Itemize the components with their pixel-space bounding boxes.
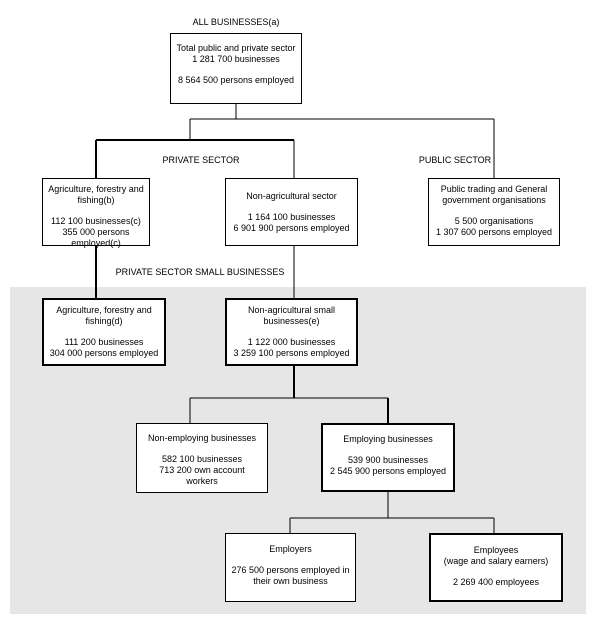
non-employing-businesses: 582 100 businesses (161, 454, 243, 464)
non-agricultural-businesses: 1 164 100 businesses (247, 212, 336, 222)
public-title-1: Public trading and General (440, 184, 548, 194)
non-employing-title: Non-employing businesses (147, 433, 257, 443)
agriculture-title-1: Agriculture, forestry and (48, 184, 144, 194)
non-employing-box: Non-employing businesses 582 100 busines… (136, 423, 268, 493)
non-agricultural-small-title-1: Non-agricultural small (247, 305, 336, 315)
total-businesses: 1 281 700 businesses (192, 54, 280, 64)
total-title: Total public and private sector (176, 43, 296, 53)
non-agricultural-small-box: Non-agricultural small businesses(e) 1 1… (225, 298, 358, 366)
non-agricultural-box: Non-agricultural sector 1 164 100 busine… (225, 178, 358, 246)
agriculture-employed: 355 000 persons employed(c) (62, 227, 130, 248)
non-agricultural-small-businesses: 1 122 000 businesses (247, 337, 336, 347)
employers-employed-2: their own business (253, 576, 328, 586)
public-sector-heading: PUBLIC SECTOR (418, 155, 492, 165)
employing-title: Employing businesses (343, 434, 433, 444)
agriculture-small-title-1: Agriculture, forestry and (56, 305, 152, 315)
agriculture-title-2: fishing(b) (77, 195, 115, 205)
agriculture-small-businesses: 111 200 businesses (64, 337, 144, 347)
non-agricultural-employed: 6 901 900 persons employed (233, 223, 350, 233)
total-employed: 8 564 500 persons employed (177, 75, 295, 85)
employees-subtitle: (wage and salary earners) (443, 556, 549, 566)
employers-box: Employers 276 500 persons employed in th… (225, 533, 356, 602)
all-businesses-heading: ALL BUSINESSES(a) (192, 17, 280, 27)
public-organisations: 5 500 organisations (454, 216, 534, 226)
employing-businesses: 539 900 businesses (347, 455, 429, 465)
public-employed: 1 307 600 persons employed (435, 227, 553, 237)
agriculture-small-employed: 304 000 persons employed (49, 348, 159, 358)
agriculture-small-title-2: fishing(d) (85, 316, 123, 326)
total-sector-box: Total public and private sector 1 281 70… (170, 33, 302, 104)
employees-count: 2 269 400 employees (452, 577, 540, 587)
agriculture-small-box: Agriculture, forestry and fishing(d) 111… (42, 298, 166, 366)
employing-box: Employing businesses 539 900 businesses … (321, 423, 455, 492)
agriculture-box: Agriculture, forestry and fishing(b) 112… (42, 178, 150, 248)
employing-employed: 2 545 900 persons employed (329, 466, 447, 476)
employees-box: Employees (wage and salary earners) 2 26… (429, 533, 563, 602)
agriculture-businesses: 112 100 businesses(c) (51, 216, 141, 226)
non-agricultural-small-title-2: businesses(e) (263, 316, 320, 326)
private-sector-heading: PRIVATE SECTOR (162, 155, 240, 165)
public-title-2: government organisations (442, 195, 546, 205)
private-small-heading: PRIVATE SECTOR SMALL BUSINESSES (115, 267, 285, 277)
employers-employed-1: 276 500 persons employed in (231, 565, 350, 575)
non-employing-workers-2: workers (186, 476, 218, 486)
public-sector-box: Public trading and General government or… (428, 178, 560, 246)
non-agricultural-title: Non-agricultural sector (246, 191, 337, 201)
employees-title: Employees (473, 545, 519, 555)
employers-title: Employers (269, 544, 312, 554)
non-agricultural-small-employed: 3 259 100 persons employed (233, 348, 350, 358)
non-employing-workers-1: 713 200 own account (159, 465, 245, 475)
